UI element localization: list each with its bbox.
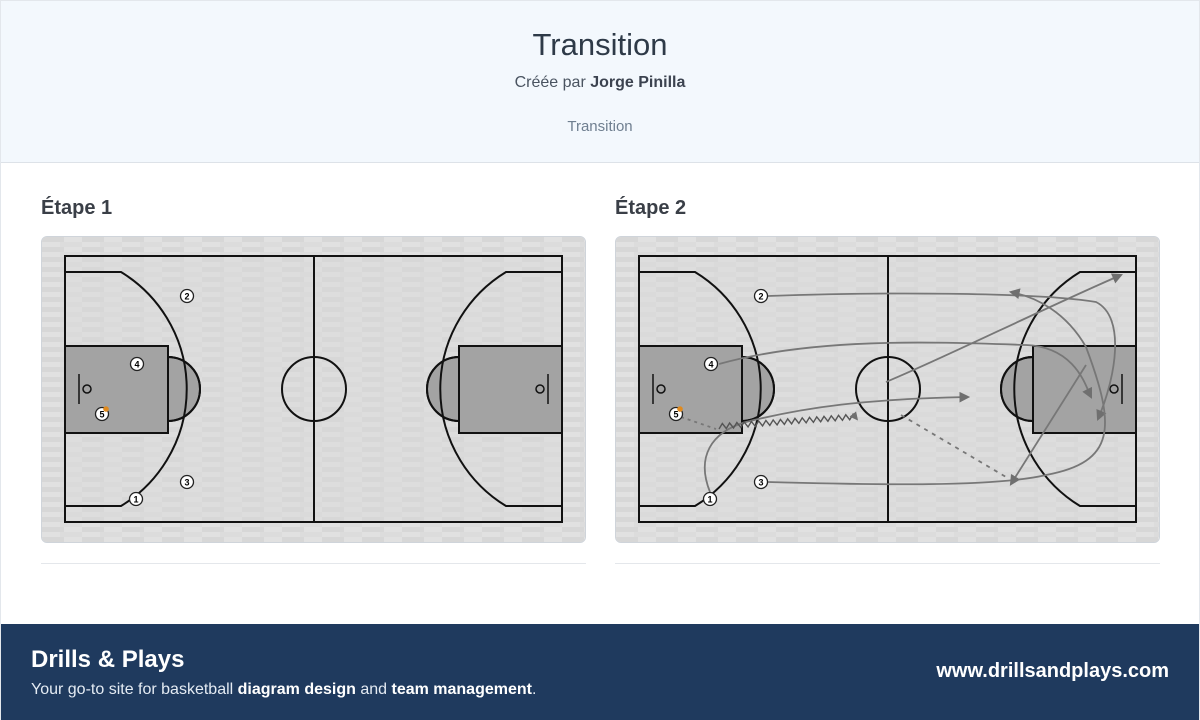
court-svg-step-2: 1 2 3 4 5 [616, 237, 1159, 542]
category-tag[interactable]: Transition [567, 118, 633, 135]
movement-paths [680, 273, 1123, 493]
screen-dotted-path [900, 414, 1007, 478]
ball-icon [677, 406, 683, 412]
dribble-path [718, 411, 859, 430]
step-divider [41, 563, 586, 564]
footer-brand[interactable]: Drills & Plays [31, 646, 185, 673]
tagline-bold-1: diagram design [237, 681, 356, 698]
player-5-label: 5 [99, 410, 104, 420]
byline-prefix: Créée par [514, 74, 586, 91]
step-divider [615, 563, 1160, 564]
tagline-bold-2: team management [391, 681, 532, 698]
player-1[interactable]: 1 [702, 491, 718, 507]
court-diagram-step-2[interactable]: 1 2 3 4 5 [615, 236, 1160, 543]
player-3-label: 3 [184, 478, 189, 488]
ball-icon [103, 406, 109, 412]
player-3[interactable]: 3 [179, 474, 195, 490]
court-lines [638, 255, 1137, 523]
author-byline: Créée par Jorge Pinilla [1, 74, 1199, 92]
court-diagram-step-1[interactable]: 1 2 3 4 5 [41, 236, 586, 543]
pass-line [1009, 364, 1087, 486]
pass-line [885, 273, 1123, 383]
player-1[interactable]: 1 [128, 491, 144, 507]
footer-tagline: Your go-to site for basketball diagram d… [31, 681, 536, 699]
cut-path-1 [703, 391, 971, 493]
tagline-text: and [355, 681, 392, 698]
footer-site-link[interactable]: www.drillsandplays.com [936, 660, 1169, 682]
player-2[interactable]: 2 [753, 288, 769, 304]
player-2[interactable]: 2 [179, 288, 195, 304]
player-4-label: 4 [134, 360, 139, 370]
player-3-label: 3 [758, 478, 763, 488]
player-4[interactable]: 4 [703, 356, 719, 372]
play-title: Transition [532, 27, 668, 62]
player-5-label: 5 [673, 410, 678, 420]
court-lines [64, 255, 563, 523]
player-1-label: 1 [707, 495, 712, 505]
play-header: Transition Créée par Jorge Pinilla Trans… [1, 0, 1199, 163]
site-footer: Drills & Plays Your go-to site for baske… [1, 624, 1199, 720]
players-step-2: 1 2 3 4 5 [668, 288, 769, 507]
player-4[interactable]: 4 [129, 356, 145, 372]
tagline-text: . [531, 681, 537, 698]
player-2-label: 2 [758, 292, 763, 302]
player-4-label: 4 [708, 360, 713, 370]
court-svg-step-1: 1 2 3 4 5 [42, 237, 585, 542]
players-step-1: 1 2 3 4 5 [94, 288, 195, 507]
cut-path-3 [767, 288, 1106, 486]
player-3[interactable]: 3 [753, 474, 769, 490]
step-title: Étape 1 [41, 197, 113, 219]
step-title: Étape 2 [615, 197, 687, 219]
player-2-label: 2 [184, 292, 189, 302]
step-2: Étape 2 [615, 197, 1160, 564]
screen-dotted-path [680, 416, 717, 430]
player-1-label: 1 [133, 495, 138, 505]
tagline-text: Your go-to site for basketball [31, 681, 238, 698]
author-name[interactable]: Jorge Pinilla [590, 74, 686, 91]
step-1: Étape 1 [41, 197, 586, 564]
